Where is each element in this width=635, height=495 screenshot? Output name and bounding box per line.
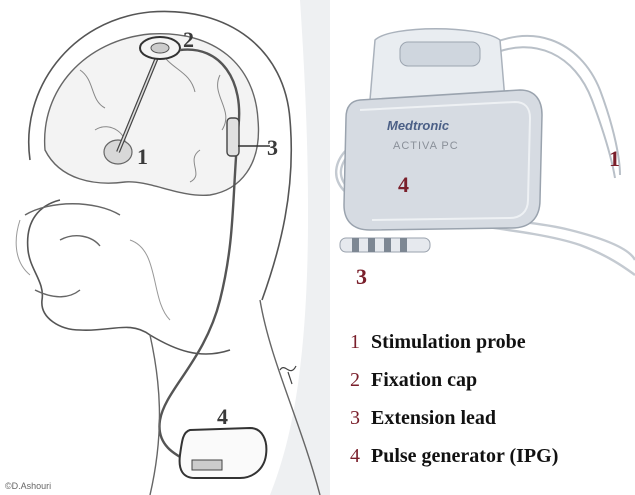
legend-label: Fixation cap <box>371 369 477 391</box>
legend-label: Pulse generator (IPG) <box>371 445 558 467</box>
ipg-device-photo <box>330 0 635 310</box>
legend-label: Extension lead <box>371 407 496 429</box>
sketch-leader-line-3 <box>236 143 276 149</box>
device-model-label: ACTIVA PC <box>393 140 459 152</box>
legend-number: 3 <box>350 403 366 433</box>
legend-item-1: 1 Stimulation probe <box>350 327 558 365</box>
sketch-callout-2: 2 <box>183 27 194 53</box>
device-callout-3: 3 <box>356 264 367 290</box>
legend-item-3: 3 Extension lead <box>350 403 558 441</box>
face-profile <box>28 200 230 354</box>
legend-number: 2 <box>350 365 366 395</box>
legend-item-2: 2 Fixation cap <box>350 365 558 403</box>
device-callout-1: 1 <box>609 146 620 172</box>
legend-number: 1 <box>350 327 366 357</box>
legend-label: Stimulation probe <box>371 331 526 353</box>
device-brand-label: Medtronic <box>387 118 449 133</box>
legend-number: 4 <box>350 441 366 471</box>
legend: 1 Stimulation probe 2 Fixation cap 3 Ext… <box>350 327 558 479</box>
device-can <box>344 90 542 230</box>
device-callout-4: 4 <box>398 172 409 198</box>
head-sketch-illustration <box>0 0 330 495</box>
legend-item-4: 4 Pulse generator (IPG) <box>350 441 558 479</box>
sketch-callout-4: 4 <box>217 404 228 430</box>
lead-connector <box>227 118 239 156</box>
sketch-callout-1: 1 <box>137 144 148 170</box>
artist-credit: ©D.Ashouri <box>5 481 51 491</box>
